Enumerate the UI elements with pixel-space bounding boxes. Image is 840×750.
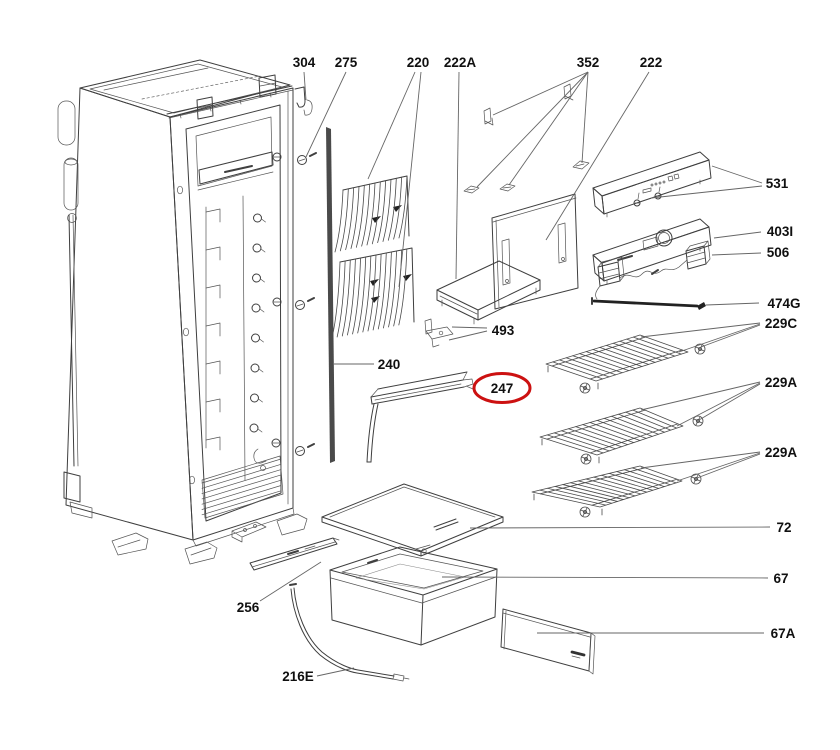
leader-line-403I	[713, 231, 762, 239]
leader-line-229A	[698, 383, 761, 421]
crisper-drawer-67	[329, 546, 498, 646]
leader-line-216E	[316, 667, 355, 677]
leader-line-229C	[640, 322, 761, 338]
bracket-493	[424, 318, 454, 348]
drain-tube-216E	[289, 583, 410, 682]
leader-line-220	[398, 71, 422, 288]
part-label-67A: 67A	[771, 626, 796, 641]
leader-line-256	[259, 561, 322, 602]
leader-line-506	[711, 252, 762, 256]
leader-line-247	[465, 385, 474, 390]
freezer-compartment	[436, 193, 579, 325]
leader-line-493	[448, 330, 488, 341]
part-label-531: 531	[766, 176, 789, 191]
leader-line-304	[303, 71, 307, 101]
leader-line-229A	[696, 453, 761, 479]
drip-tray-247	[366, 371, 474, 463]
leader-line-229C	[700, 324, 761, 348]
leader-line-352	[508, 71, 589, 186]
thermostat-506	[595, 240, 711, 300]
part-label-256: 256	[237, 600, 260, 615]
heater-rod-474G	[591, 297, 706, 310]
part-label-506: 506	[767, 245, 790, 260]
part-label-222: 222	[640, 55, 663, 70]
part-label-304: 304	[293, 55, 316, 70]
screw-275	[297, 152, 317, 165]
leader-line-531	[650, 185, 763, 199]
leader-line-67	[441, 576, 769, 579]
leader-line-275	[305, 71, 347, 158]
leader-line-474G	[705, 302, 760, 306]
part-label-229A: 229A	[765, 445, 798, 460]
part-label-275: 275	[335, 55, 358, 70]
part-label-220: 220	[407, 55, 430, 70]
leader-line-229A	[640, 381, 761, 411]
control-panel-531	[592, 151, 712, 218]
leader-line-229A	[676, 382, 761, 427]
part-label-352: 352	[577, 55, 600, 70]
leader-line-72	[469, 526, 771, 529]
leader-line-352	[581, 71, 589, 164]
part-label-72: 72	[776, 520, 791, 535]
bottom-rail-256	[249, 537, 340, 571]
part-label-229C: 229C	[765, 316, 798, 331]
leader-line-229C	[678, 323, 761, 353]
brand-logo	[570, 650, 586, 659]
part-label-222A: 222A	[444, 55, 477, 70]
leader-line-352	[492, 71, 589, 116]
leader-line-222A	[455, 71, 460, 280]
part-label-474G: 474G	[767, 296, 800, 311]
exploded-screws	[295, 297, 315, 456]
highlight-ellipse-247	[472, 372, 532, 404]
base-brackets	[111, 513, 308, 565]
part-label-240: 240	[378, 357, 401, 372]
part-label-403I: 403I	[767, 224, 793, 239]
part-label-229A: 229A	[765, 375, 798, 390]
trim-strip-240	[326, 127, 335, 463]
leader-line-229A	[676, 452, 761, 482]
side-hinge-details	[57, 100, 93, 519]
hinge-bracket	[294, 86, 313, 116]
glass-shelf-72	[321, 483, 504, 557]
leader-line-220	[367, 71, 416, 180]
leader-line-222	[545, 71, 650, 241]
frame-screws	[271, 152, 282, 448]
part-label-216E: 216E	[282, 669, 314, 684]
leader-line-352	[476, 71, 589, 188]
part-label-247-highlighted: 247	[491, 381, 514, 396]
part-label-493: 493	[492, 323, 515, 338]
leader-line-229A	[640, 451, 761, 469]
control-panel-403I	[592, 218, 712, 285]
fixing-clips-352	[463, 83, 590, 194]
cabinet-assembly	[57, 59, 317, 565]
leader-line-493	[451, 326, 488, 329]
leader-line-531	[711, 165, 763, 184]
part-label-67: 67	[773, 571, 788, 586]
